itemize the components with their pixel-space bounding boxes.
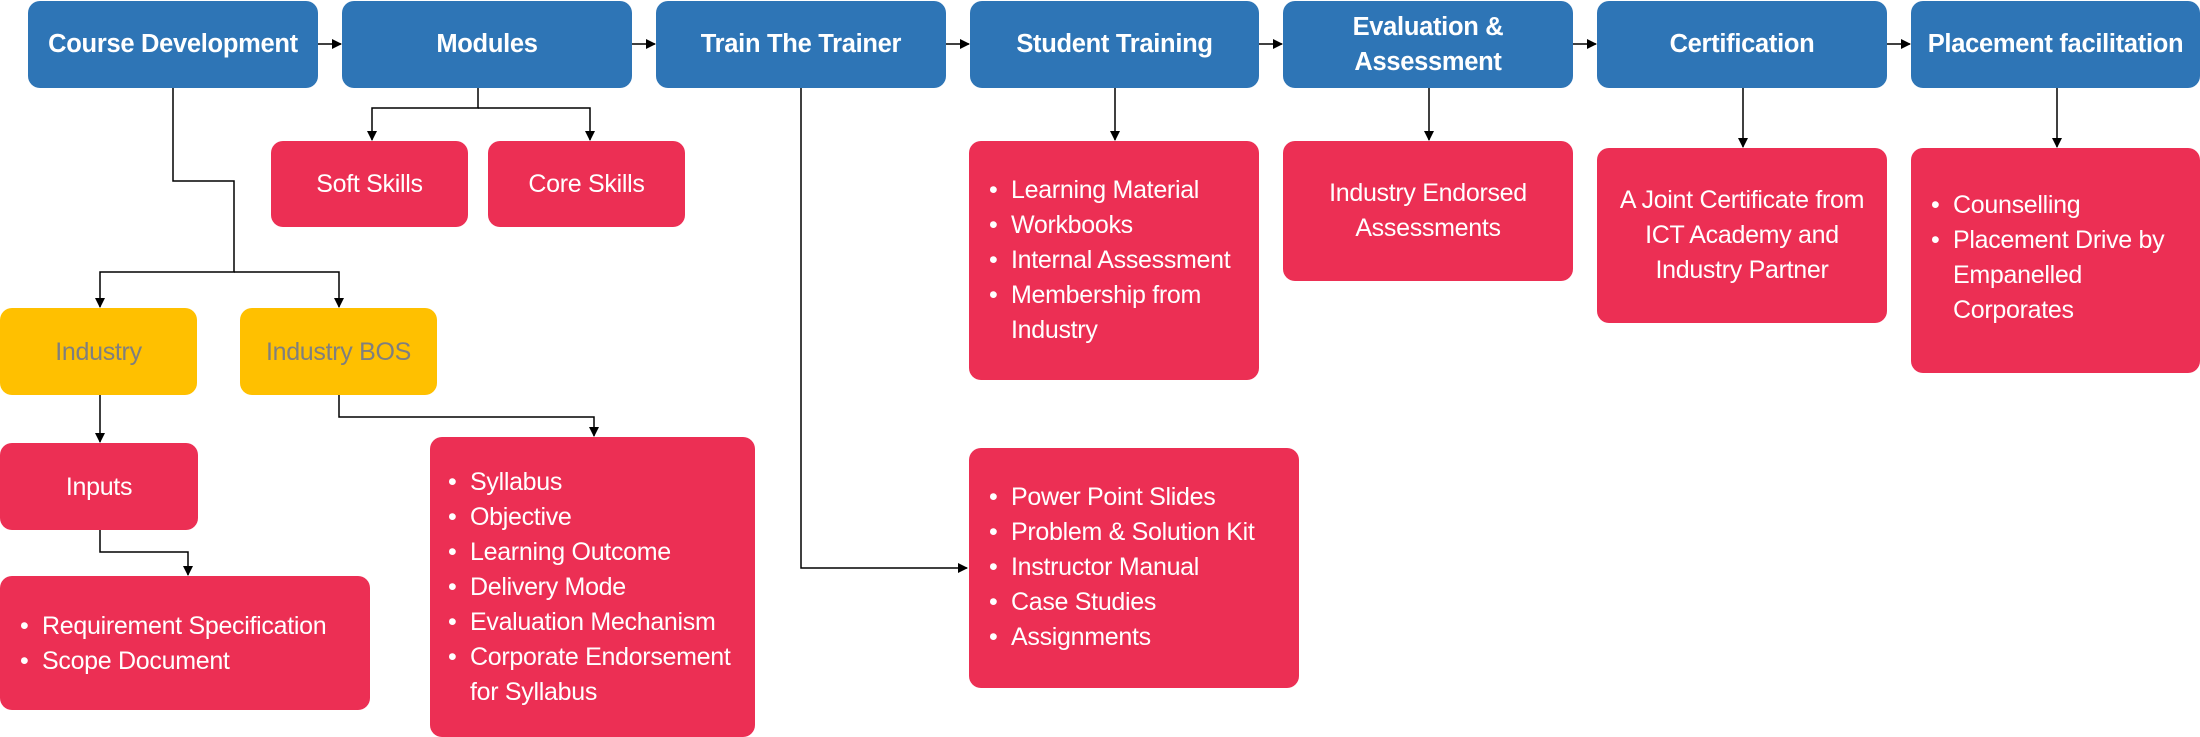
- list-item: Problem & Solution Kit: [989, 515, 1255, 550]
- certification-text-line3: Industry Partner: [1655, 256, 1829, 284]
- inputs-label: Inputs: [65, 472, 133, 501]
- core-skills-box: Core Skills: [488, 141, 685, 227]
- list-item: Counselling: [1931, 188, 2171, 223]
- list-item: Learning Material: [989, 173, 1249, 208]
- train-the-trainer-label: Train The Trainer: [700, 30, 902, 59]
- list-item: Assignments: [989, 620, 1255, 655]
- industry-box: Industry: [0, 308, 197, 395]
- soft-skills-box: Soft Skills: [271, 141, 468, 227]
- industry-bos-list-box: Syllabus Objective Learning Outcome Deli…: [430, 437, 755, 737]
- placement-list-box: Counselling Placement Drive by Empanelle…: [1911, 148, 2200, 373]
- certification-label: Certification: [1669, 30, 1815, 59]
- modules-box: Modules: [342, 1, 632, 88]
- modules-label: Modules: [436, 30, 538, 59]
- list-item: Objective: [448, 500, 745, 535]
- list-item: Power Point Slides: [989, 480, 1255, 515]
- arrow-trainer-to-list: [800, 88, 968, 573]
- student-training-box: Student Training: [970, 1, 1259, 88]
- list-item: Case Studies: [989, 585, 1255, 620]
- student-training-label: Student Training: [1016, 30, 1213, 59]
- placement-facilitation-label: Placement facilitation: [1927, 30, 2184, 59]
- course-development-box: Course Development: [28, 1, 318, 88]
- placement-facilitation-box: Placement facilitation: [1911, 1, 2200, 88]
- list-item: Evaluation Mechanism: [448, 605, 745, 640]
- list-item: Scope Document: [20, 644, 326, 679]
- certification-text-line2: ICT Academy and: [1645, 221, 1839, 249]
- industry-endorsed-assessments-box: Industry Endorsed Assessments: [1283, 141, 1573, 281]
- evaluation-assessment-box: Evaluation & Assessment: [1283, 1, 1573, 88]
- placement-list: Counselling Placement Drive by Empanelle…: [1931, 188, 2171, 328]
- arrow-modules-to-soft-skills: [367, 88, 479, 141]
- list-item: Corporate Endorsement for Syllabus: [448, 640, 745, 710]
- arrow-modules-to-core-skills: [478, 107, 595, 141]
- list-item: Internal Assessment: [989, 243, 1249, 278]
- evaluation-text-line2: Assessments: [1355, 214, 1501, 242]
- list-item: Learning Outcome: [448, 535, 745, 570]
- certification-text-line1: A Joint Certificate from: [1619, 186, 1865, 214]
- list-item: Syllabus: [448, 465, 745, 500]
- list-item: Delivery Mode: [448, 570, 745, 605]
- inputs-list-box: Requirement Specification Scope Document: [0, 576, 370, 710]
- industry-bos-list: Syllabus Objective Learning Outcome Deli…: [448, 465, 745, 710]
- industry-bos-box: Industry BOS: [240, 308, 437, 395]
- inputs-list: Requirement Specification Scope Document: [20, 609, 327, 679]
- list-item: Instructor Manual: [989, 550, 1255, 585]
- evaluation-label-line1: Evaluation &: [1352, 12, 1504, 41]
- core-skills-label: Core Skills: [528, 170, 645, 198]
- train-the-trainer-list: Power Point Slides Problem & Solution Ki…: [989, 480, 1255, 655]
- industry-bos-label: Industry BOS: [265, 337, 412, 366]
- list-item: Placement Drive by Empanelled Corporates: [1931, 223, 2171, 328]
- arrow-inputs-to-list: [99, 530, 193, 576]
- student-training-list: Learning Material Workbooks Internal Ass…: [989, 173, 1249, 348]
- evaluation-label-line2: Assessment: [1354, 47, 1502, 76]
- train-the-trainer-box: Train The Trainer: [656, 1, 946, 88]
- industry-label: Industry: [55, 337, 142, 366]
- list-item: Requirement Specification: [20, 609, 327, 644]
- list-item: Membership from Industry: [989, 278, 1249, 348]
- student-training-list-box: Learning Material Workbooks Internal Ass…: [969, 141, 1259, 380]
- joint-certificate-box: A Joint Certificate from ICT Academy and…: [1597, 148, 1887, 323]
- arrow-course-to-industry: [95, 88, 235, 308]
- course-development-label: Course Development: [48, 30, 298, 59]
- soft-skills-label: Soft Skills: [316, 170, 423, 198]
- arrow-industry-bos-to-list: [338, 395, 599, 437]
- inputs-box: Inputs: [0, 443, 198, 530]
- list-item: Workbooks: [989, 208, 1249, 243]
- certification-box: Certification: [1597, 1, 1887, 88]
- arrow-course-to-industry-bos: [234, 271, 344, 308]
- train-the-trainer-list-box: Power Point Slides Problem & Solution Ki…: [969, 448, 1299, 688]
- evaluation-text-line1: Industry Endorsed: [1329, 179, 1527, 207]
